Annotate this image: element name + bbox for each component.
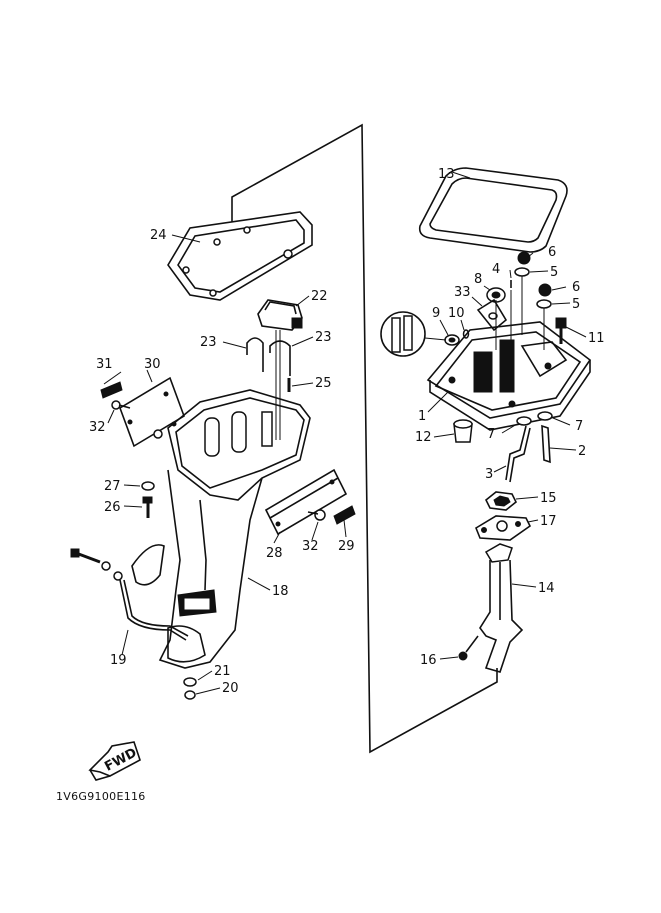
label-24: 24 <box>150 228 167 243</box>
label-6b: 6 <box>572 280 580 295</box>
label-23a: 23 <box>200 335 217 350</box>
label-11: 11 <box>588 331 605 346</box>
washer-5-upper <box>514 267 530 277</box>
part-labels: 1 2 3 4 5 5 6 6 7 7 8 9 10 11 12 13 14 1… <box>89 167 605 696</box>
bracket-22 <box>257 299 303 331</box>
screw-32-left <box>111 400 131 410</box>
washer-7-right <box>537 411 553 421</box>
gasket-17 <box>475 515 532 541</box>
label-20: 20 <box>222 681 239 696</box>
label-5a: 5 <box>550 265 558 280</box>
seal-15 <box>484 491 518 511</box>
exhaust-tube-14 <box>479 543 524 673</box>
washer-5-lower <box>536 299 552 309</box>
nut-6-upper <box>517 251 531 265</box>
assembly-bracket-lines <box>231 123 498 754</box>
sticker-31 <box>100 381 123 399</box>
bolt-26 <box>142 496 153 518</box>
label-4: 4 <box>492 262 500 277</box>
label-31: 31 <box>96 357 113 372</box>
bushing-12 <box>453 419 473 443</box>
label-21: 21 <box>214 664 231 679</box>
diagram-code: 1V6G9100E116 <box>56 790 146 803</box>
screw-20 <box>184 690 196 700</box>
gasket-24 <box>167 211 313 301</box>
label-7b: 7 <box>487 427 495 442</box>
label-5b: 5 <box>572 297 580 312</box>
label-32a: 32 <box>89 420 106 435</box>
label-15: 15 <box>540 491 557 506</box>
grommet-33 <box>476 298 508 332</box>
washer-21 <box>183 677 197 687</box>
sticker-29 <box>333 505 356 525</box>
cover-plate-28 <box>264 468 348 536</box>
label-22: 22 <box>311 289 328 304</box>
label-3: 3 <box>485 467 493 482</box>
label-8: 8 <box>474 272 482 287</box>
label-2: 2 <box>578 444 586 459</box>
nut-6-lower <box>538 283 552 297</box>
label-25: 25 <box>315 376 332 391</box>
label-29: 29 <box>338 539 355 554</box>
clips-23 <box>246 330 291 440</box>
label-26: 26 <box>104 500 121 515</box>
detail-callout <box>380 311 447 357</box>
washer-7-left <box>516 416 532 426</box>
ground-lead-19 <box>70 544 189 641</box>
label-23b: 23 <box>315 330 332 345</box>
grommet-8 <box>486 287 506 303</box>
label-13: 13 <box>438 167 455 182</box>
cover-plate-30 <box>119 376 185 448</box>
label-28: 28 <box>266 546 283 561</box>
leader-lines <box>103 171 587 695</box>
label-27: 27 <box>104 479 121 494</box>
label-33: 33 <box>454 285 471 300</box>
label-9: 9 <box>432 306 440 321</box>
screw-32-right <box>307 509 326 521</box>
seal-13 <box>418 167 568 253</box>
label-14: 14 <box>538 581 555 596</box>
label-32b: 32 <box>302 539 319 554</box>
screw-16 <box>458 635 479 661</box>
label-17: 17 <box>540 514 557 529</box>
label-10: 10 <box>448 306 465 321</box>
rod-3 <box>505 425 531 483</box>
label-18: 18 <box>272 584 289 599</box>
washer-27 <box>141 481 155 491</box>
label-19: 19 <box>110 653 127 668</box>
bolt-11 <box>555 317 567 344</box>
label-7a: 7 <box>575 419 583 434</box>
upper-casing-18 <box>158 389 311 669</box>
label-1: 1 <box>418 409 426 424</box>
fwd-arrow-icon: FWD <box>88 741 141 781</box>
label-16: 16 <box>420 653 437 668</box>
rod-2 <box>541 424 551 464</box>
label-30: 30 <box>144 357 161 372</box>
label-6a: 6 <box>548 245 556 260</box>
bottom-cowling-1 <box>426 276 592 431</box>
label-12: 12 <box>415 430 432 445</box>
grommet-9 <box>444 334 460 346</box>
